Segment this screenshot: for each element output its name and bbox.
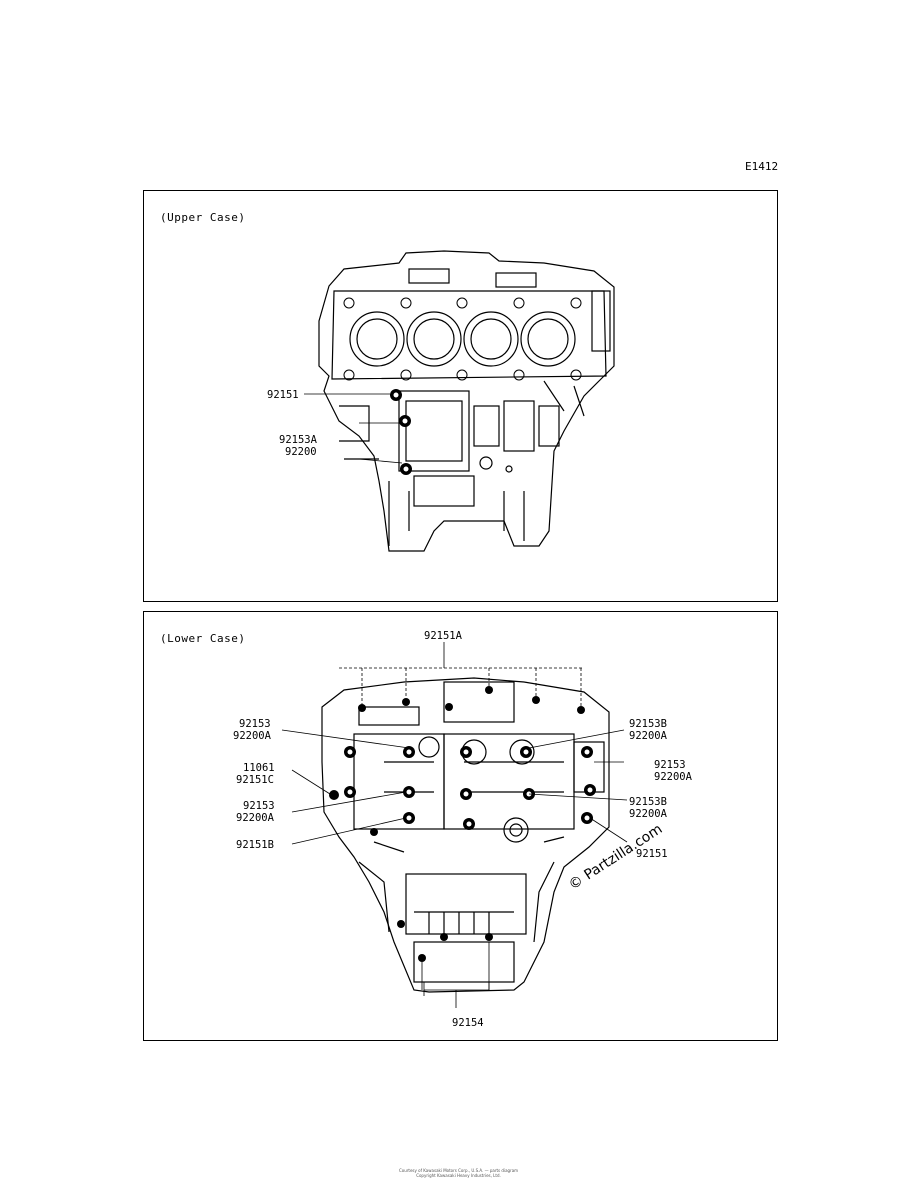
upper-label-92151: 92151: [267, 389, 299, 401]
lower-label-right2b: 92200A: [654, 771, 693, 783]
lower-label-right3b: 92200A: [629, 808, 668, 820]
upper-case-illustration: 92151 92153A 92200: [267, 250, 615, 552]
lower-label-bottom: 92154: [452, 1017, 484, 1029]
lower-label-left2a: 11061: [243, 762, 275, 774]
lower-label-left2b: 92151C: [236, 774, 274, 786]
footer-line-1: Courtesy of Kawasaki Motors Corp., U.S.A…: [398, 1168, 519, 1173]
footer: Courtesy of Kawasaki Motors Corp., U.S.A…: [0, 1168, 917, 1178]
lower-label-right3a: 92153B: [629, 796, 667, 808]
upper-label-92153a: 92153A: [279, 434, 318, 446]
lower-label-top: 92151A: [424, 630, 463, 642]
lower-label-left1a: 92153: [239, 718, 271, 730]
lower-label-left3a: 92153: [243, 800, 275, 812]
lower-case-illustration: 92151A 92153 92200A 11061 92151C 92153 9…: [233, 630, 693, 1029]
lower-case-title: (Lower Case): [160, 632, 246, 645]
upper-label-92200: 92200: [285, 446, 317, 458]
diagram-code: E1412: [745, 160, 779, 173]
lower-label-left4: 92151B: [236, 839, 274, 851]
lower-label-right4: 92151: [636, 848, 668, 860]
footer-line-2: Copyright Kawasaki Heavy Industries, Ltd…: [416, 1173, 501, 1178]
upper-case-title: (Upper Case): [160, 211, 246, 224]
lower-label-right1a: 92153B: [629, 718, 667, 730]
lower-label-left1b: 92200A: [233, 730, 272, 742]
lower-label-left3b: 92200A: [236, 812, 275, 824]
lower-case-panel: (Lower Case): [143, 611, 778, 1041]
lower-label-right1b: 92200A: [629, 730, 668, 742]
lower-label-right2a: 92153: [654, 759, 686, 771]
upper-case-panel: (Upper Case): [143, 190, 778, 602]
